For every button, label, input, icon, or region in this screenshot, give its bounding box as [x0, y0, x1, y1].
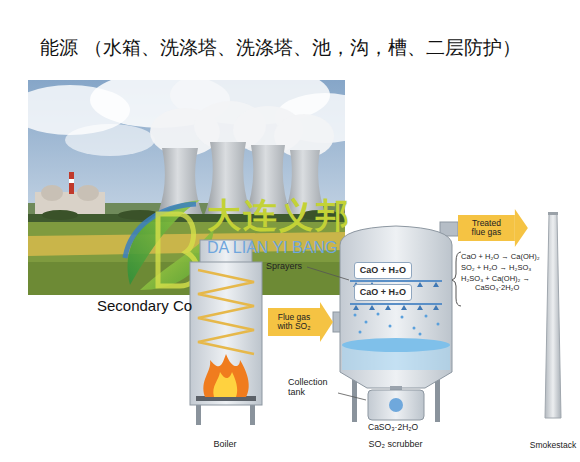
flow-arrow	[458, 209, 528, 247]
power-plant-photo	[42, 210, 78, 220]
scrubber-illustration	[389, 325, 392, 328]
flow-arrow	[268, 302, 333, 342]
arrow-head	[515, 209, 528, 247]
scrubber-illustration	[365, 321, 368, 324]
scrubber-illustration	[359, 331, 362, 334]
power-plant-photo	[77, 185, 99, 201]
equation-bracket	[452, 252, 461, 306]
smokestack-unit: Smokestack	[528, 205, 578, 450]
part-label: Sprayers	[266, 261, 302, 271]
power-plant-photo	[69, 172, 74, 194]
node-label: Smokestack	[530, 440, 576, 450]
equation-text: CaO + H₂O → Ca(OH)₂	[461, 253, 540, 262]
arrow-shaft	[268, 308, 320, 336]
arrow-label: Treated flue gas	[465, 219, 507, 238]
leader-line	[338, 393, 366, 400]
leader-line	[307, 267, 349, 280]
power-plant-photo	[283, 150, 327, 218]
smokestack-illustration	[545, 212, 561, 418]
page-title: 能源 （水箱、洗涤塔、洗涤塔、池，沟，槽、二层防护）	[40, 35, 521, 61]
arrow-label: Flue gas with SO₂	[273, 313, 315, 332]
boiler-illustration	[213, 372, 237, 397]
scrubber-illustration	[425, 315, 428, 318]
arrow-head	[320, 302, 333, 342]
scrubber-illustration	[377, 313, 380, 316]
scrubber-illustration	[333, 222, 458, 422]
caption-text: Secondary Co	[97, 297, 192, 314]
part-label: CaSO₃·2H₂O	[368, 423, 418, 433]
watermark-text: DA LIAN YI BANG	[207, 239, 337, 257]
equation-bracket	[452, 252, 461, 306]
power-plant-photo	[28, 80, 345, 295]
reagent-box: CaO + H₂O	[354, 284, 412, 301]
node-label: SO₂ scrubber	[368, 439, 422, 450]
scrubber-illustration	[353, 282, 439, 287]
power-plant-photo	[203, 142, 253, 218]
scrubber-illustration	[419, 333, 422, 336]
power-plant-photo	[244, 145, 292, 218]
watermark-text: 大连义邦	[207, 196, 351, 235]
scrubber-unit: SO₂ scrubber CaO + H₂O CaO + H₂O	[333, 222, 458, 450]
boiler-illustration	[203, 354, 248, 397]
smokestack-illustration	[548, 212, 558, 215]
node-label: CaO + H₂O	[360, 287, 406, 298]
boiler-illustration	[198, 270, 254, 354]
power-plant-photo	[300, 210, 340, 220]
boiler-illustration	[190, 240, 262, 425]
scrubber-illustration	[342, 338, 450, 352]
scrubber-illustration	[340, 226, 452, 388]
reagent-box: CaO + H₂O	[354, 262, 412, 279]
node-label: Boiler	[213, 439, 236, 450]
scrubber-illustration	[353, 305, 439, 310]
arrow-shaft	[458, 215, 515, 241]
equation-text: H₂SO₃ + Ca(OH)₂ → CaSO₃·2H₂O	[461, 275, 541, 292]
boiler-illustration	[200, 240, 252, 264]
scrubber-illustration	[368, 390, 424, 420]
power-plant-photo	[41, 185, 63, 201]
scrubber-illustration	[350, 280, 442, 282]
power-plant-photo	[65, 124, 155, 156]
power-plant-photo	[69, 179, 74, 183]
scrubber-illustration	[435, 380, 440, 422]
scrubber-illustration	[413, 327, 416, 330]
part-label: Collection tank	[288, 377, 334, 398]
scrubber-illustration	[389, 398, 403, 412]
smokestack-illustration	[545, 214, 561, 418]
scrubber-illustration	[354, 314, 357, 317]
scrubber-illustration	[437, 323, 440, 326]
equation-text: SO₂ + H₂O → H₂SO₃	[461, 264, 531, 273]
boiler-illustration	[190, 262, 262, 405]
scrubber-illustration	[401, 316, 404, 319]
boiler-unit: Boiler	[182, 232, 268, 450]
node-label: CaO + H₂O	[360, 265, 406, 276]
scrubber-illustration	[352, 380, 357, 422]
scrubber-illustration	[350, 303, 442, 305]
